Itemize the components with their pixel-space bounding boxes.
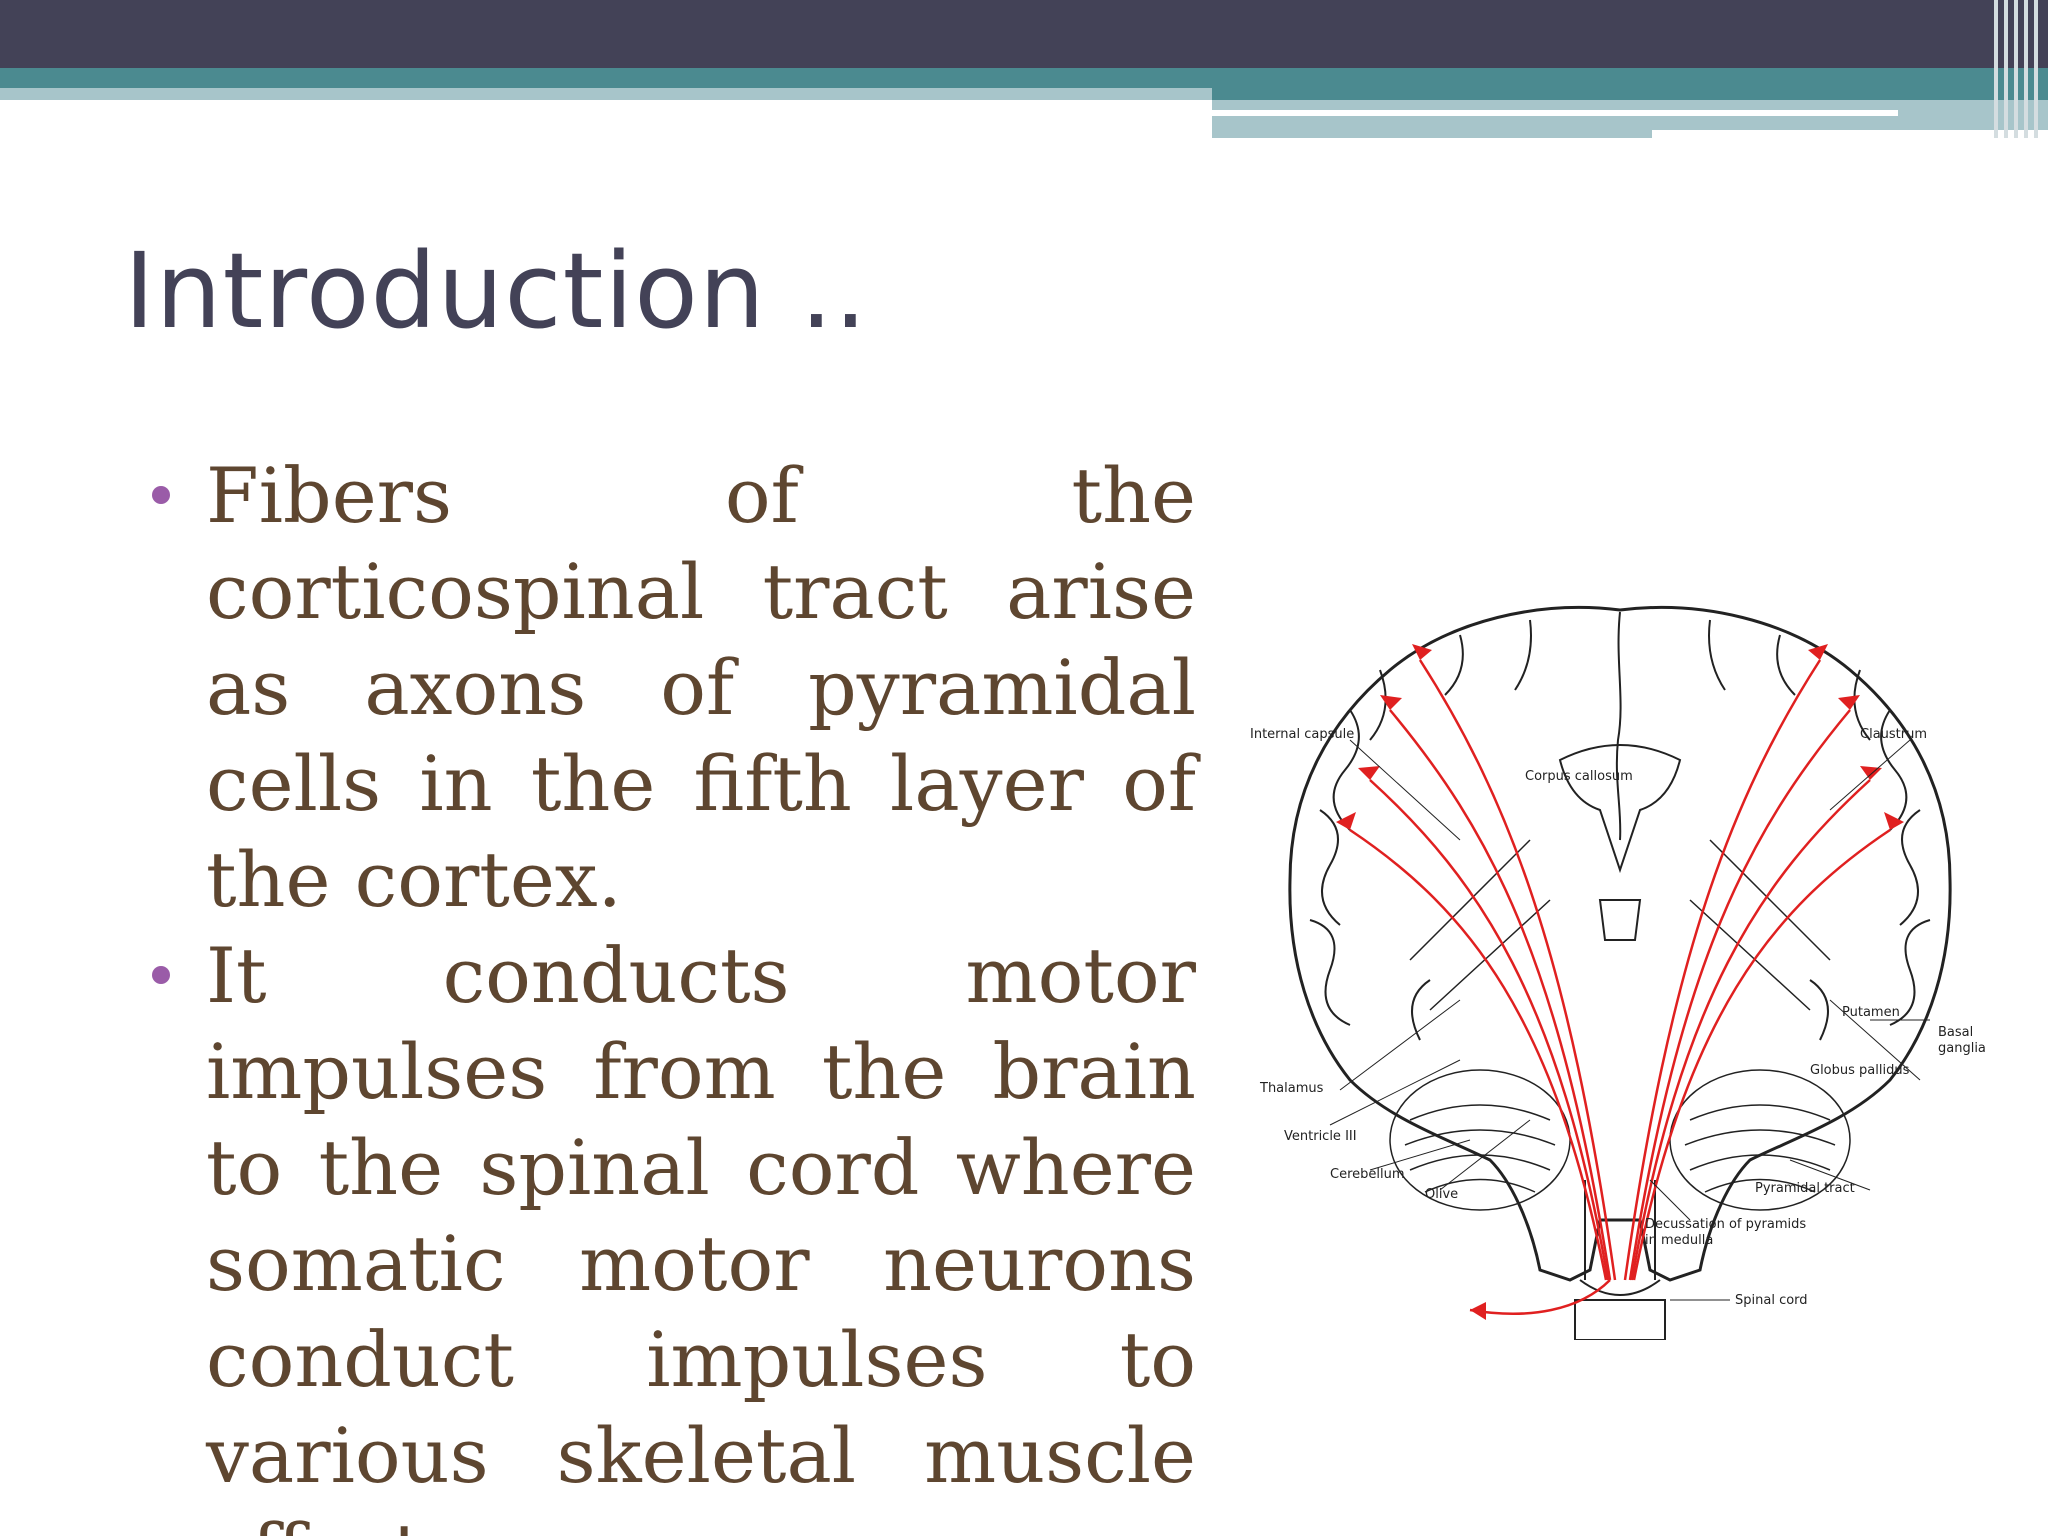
ventricle [1598, 899, 1642, 941]
basal-ganglia-lines [1409, 839, 1831, 1011]
corticospinal-fibers [1349, 659, 1891, 1315]
header-bar-teal-right [1212, 68, 2048, 100]
gyri-left [1309, 619, 1532, 1041]
label-spinal-cord: Spinal cord [1735, 1293, 1808, 1308]
header-white-line [1212, 110, 1898, 116]
corpus-callosum [1558, 744, 1682, 874]
slide-title: Introduction .. [124, 230, 868, 352]
label-ganglia: ganglia [1938, 1041, 1986, 1056]
bullet-item: It conducts motor impulses from the brai… [146, 928, 1196, 1536]
brain-outline [1288, 606, 1952, 1282]
corticospinal-tract-diagram: Internal capsule Claustrum Corpus callos… [1250, 606, 1986, 1340]
label-decussation-line2: in medulla [1645, 1233, 1713, 1248]
gyri-right [1708, 619, 1931, 1041]
label-cerebellum: Cerebellum [1330, 1167, 1405, 1182]
label-olive: Olive [1425, 1187, 1458, 1202]
label-thalamus: Thalamus [1259, 1081, 1324, 1096]
label-pyramidal-tract: Pyramidal tract [1755, 1181, 1855, 1196]
bullet-dot-icon [152, 966, 170, 984]
cerebellum-left [1389, 1069, 1571, 1211]
label-ventricle: Ventricle III [1284, 1129, 1357, 1144]
header-white-line-2 [1652, 130, 2048, 138]
leader-lines [1329, 739, 1930, 1301]
bullet-item: Fibers of the corticospinal tract arise … [146, 448, 1196, 928]
label-basal: Basal [1938, 1025, 1973, 1040]
label-globus-pallidus: Globus pallidus [1810, 1063, 1910, 1078]
label-putamen: Putamen [1842, 1005, 1900, 1020]
header-stripes [1988, 0, 2048, 138]
header-bar-teal [0, 68, 1212, 88]
label-internal-capsule: Internal capsule [1250, 727, 1354, 742]
header-bar-light [0, 88, 1212, 100]
header-bar-dark [0, 0, 2048, 68]
bullet-text: Fibers of the corticospinal tract arise … [206, 451, 1196, 924]
bullet-list: Fibers of the corticospinal tract arise … [146, 448, 1196, 1536]
spinal-cord [1574, 1180, 1666, 1340]
label-decussation: Decussation of pyramids [1645, 1217, 1806, 1232]
label-corpus-callosum: Corpus callosum [1525, 769, 1633, 784]
bullet-text: It conducts motor impulses from the brai… [206, 931, 1196, 1536]
midline [1615, 611, 1622, 841]
bullet-dot-icon [152, 486, 170, 504]
label-claustrum: Claustrum [1860, 727, 1927, 742]
